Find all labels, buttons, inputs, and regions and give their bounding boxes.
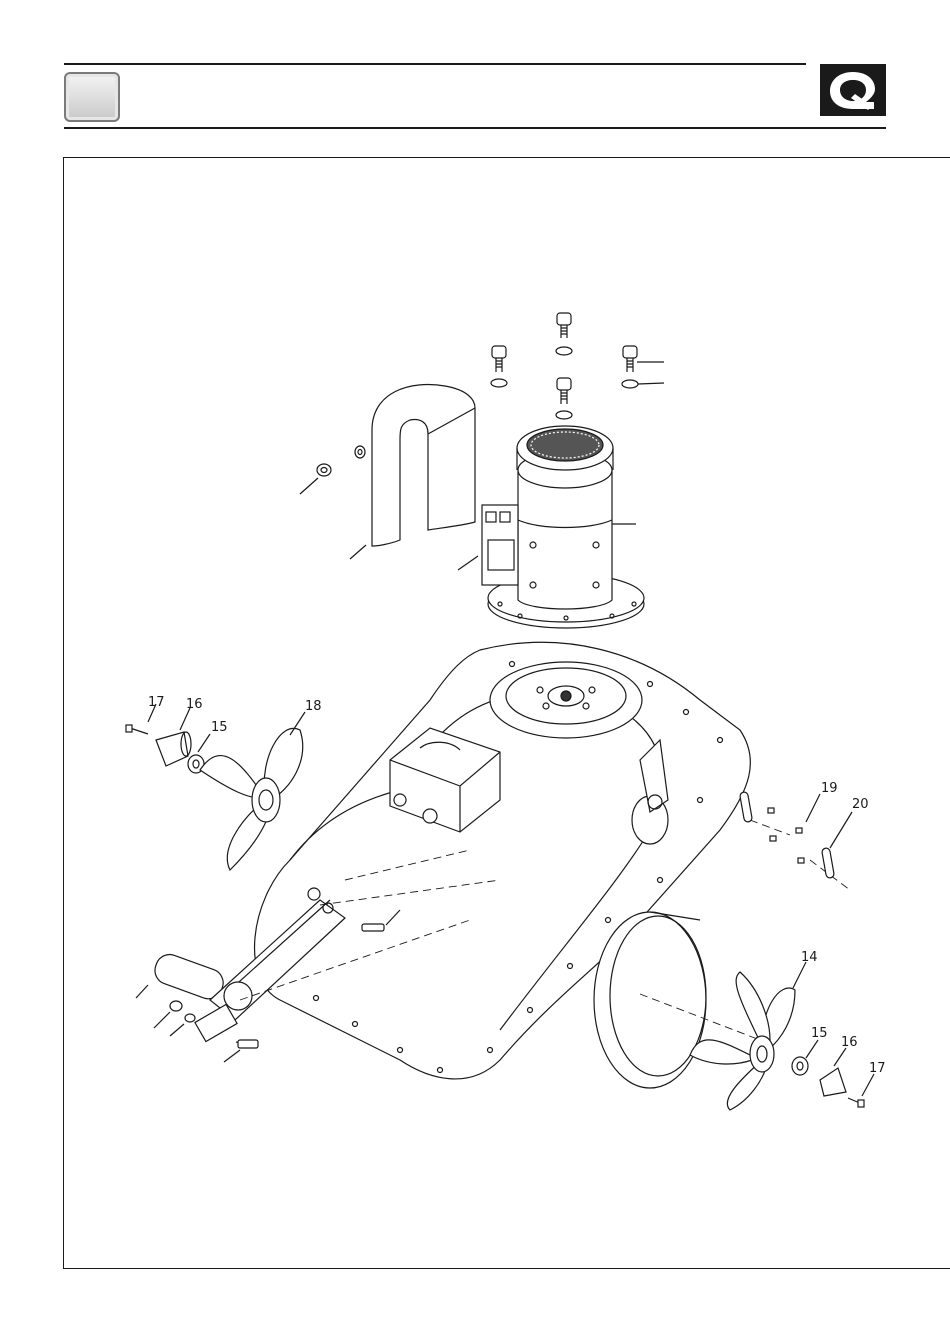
motor-screws <box>491 313 664 419</box>
callout-18: 18 <box>305 699 322 714</box>
screw-icon <box>557 378 571 404</box>
screw-icon <box>126 725 148 734</box>
callout-15-left: 15 <box>211 720 228 735</box>
callout-20: 20 <box>852 797 869 812</box>
callout-17-left: 17 <box>148 695 165 710</box>
callout-17-right: 17 <box>869 1061 886 1076</box>
callout-15-right: 15 <box>811 1026 828 1041</box>
callout-14: 14 <box>801 950 818 965</box>
motor-cover <box>350 385 475 559</box>
screw-icon <box>848 1098 864 1107</box>
screw-icon <box>492 346 506 372</box>
callout-16-left: 16 <box>186 697 203 712</box>
washer-icon <box>556 411 572 419</box>
washer-icon <box>622 380 638 388</box>
callout-19: 19 <box>821 781 838 796</box>
bracket-parts <box>739 792 852 879</box>
screw-icon <box>623 346 637 372</box>
cover-nuts <box>300 446 365 494</box>
screw-icon <box>557 313 571 338</box>
washer-icon <box>556 347 572 355</box>
washer-icon <box>491 379 507 387</box>
tunnel-tube <box>594 912 706 1088</box>
callout-16-right: 16 <box>841 1035 858 1050</box>
